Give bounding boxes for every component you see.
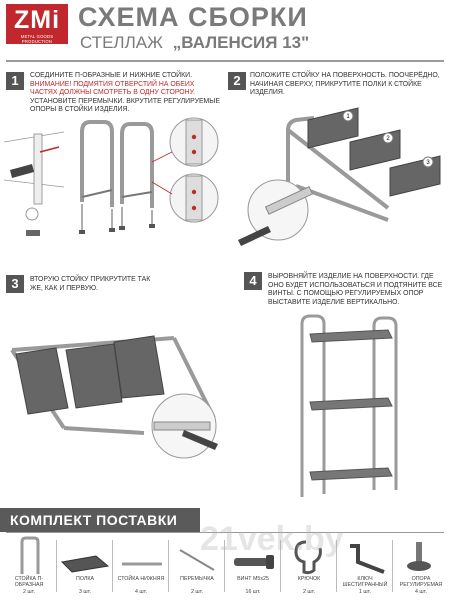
kit-divider (280, 540, 281, 592)
header-rule (6, 60, 444, 62)
joint-detail-left (4, 131, 65, 236)
kit-item-name: КРЮЧОК (297, 576, 321, 582)
kit-item-qty: 16 шт. (245, 589, 261, 595)
kit-divider (224, 540, 225, 592)
shelf-number-2: 2 (386, 136, 390, 142)
rack-shelves (309, 329, 393, 481)
kit-heading: КОМПЛЕКТ ПОСТАВКИ (0, 508, 200, 532)
screw-detail-3 (151, 393, 218, 459)
step-3-illustration (10, 335, 218, 459)
shelves (307, 107, 441, 197)
step-2-text: ПОЛОЖИТЕ СТОЙКУ НА ПОВЕРХНОСТЬ. ПООЧЕРЁД… (250, 72, 440, 97)
u-post-icon (20, 536, 40, 574)
logo-mark: ZMi (13, 6, 61, 34)
hole-detail-circles (151, 117, 219, 223)
kit-item-qty: 2 шт. (23, 589, 35, 595)
watermark: 21vek.by (200, 520, 344, 558)
step-4-illustration (300, 314, 398, 497)
kit-item-name: ПОЛКА (76, 576, 94, 582)
screw-icon (10, 164, 34, 178)
step-4-number: 4 (244, 272, 262, 290)
step-1-instruction: СОЕДИНИТЕ П-ОБРАЗНЫЕ И НИЖНИЕ СТОЙКИ. (30, 72, 193, 79)
brand-logo: ZMi METAL GOODS PRODUCTION (6, 4, 68, 44)
kit-item-qty: 2 шт. (191, 589, 203, 595)
kit-item-name: КЛЮЧ ШЕСТИГРАННЫЙ (342, 576, 388, 588)
kit-rule (6, 532, 444, 533)
step-1-number: 1 (6, 72, 24, 90)
screw-icon (182, 430, 218, 450)
kit-divider (112, 540, 113, 592)
adjustable-foot-icon (26, 230, 40, 236)
kit-item-name: ОПОРА РЕГУЛИРУЕМАЯ (399, 576, 443, 588)
kit-item-shelf: ПОЛКА 3 шт. (58, 536, 112, 598)
kit-item-lower-post: СТОЙКА НИЖНЯЯ 4 шт. (114, 536, 168, 598)
kit-item-qty: 4 шт. (135, 589, 147, 595)
screw-detail (238, 179, 314, 246)
page-title: СХЕМА СБОРКИ (78, 2, 308, 32)
kit-item-u-post: СТОЙКА П-ОБРАЗНАЯ 2 шт. (2, 536, 56, 598)
kit-item-qty: 2 шт. (303, 589, 315, 595)
step-3-number: 3 (6, 275, 24, 293)
screw-icon (234, 555, 274, 569)
step-1-illustration (4, 117, 219, 236)
step-2-number: 2 (228, 72, 246, 90)
logo-tagline: METAL GOODS PRODUCTION (20, 34, 54, 44)
step-3-text: ВТОРУЮ СТОЙКУ ПРИКРУТИТЕ ТАК ЖЕ, КАК И П… (30, 276, 151, 292)
lower-post-icon (122, 562, 162, 566)
step-2-illustration: 1 2 3 (238, 107, 441, 246)
page-subtitle: СТЕЛЛАЖ „ВАЛЕНСИЯ 13" (80, 33, 309, 53)
kit-divider (56, 540, 57, 592)
crossbar-icon (179, 549, 215, 571)
step-1-instruction-b: УСТАНОВИТЕ ПЕРЕМЫЧКИ. ВКРУТИТЕ РЕГУЛИРУЕ… (30, 97, 220, 114)
shelf-numbers: 1 2 3 (342, 110, 434, 168)
kit-item-screw: ВИНТ М5х25 16 шт. (226, 536, 280, 598)
screw-icon (238, 226, 271, 246)
kit-item-name: СТОЙКА П-ОБРАЗНАЯ (14, 576, 44, 588)
shelf-number-3: 3 (426, 160, 430, 166)
lower-posts (81, 189, 153, 232)
kit-item-crossbar: ПЕРЕМЫЧКА 2 шт. (170, 536, 224, 598)
kit-item-name: ПЕРЕМЫЧКА (180, 576, 214, 582)
u-post-right (120, 122, 154, 208)
assembled-rack (300, 314, 398, 497)
hook-icon (294, 540, 322, 575)
hex-key-icon (350, 544, 385, 574)
product-model: „ВАЛЕНСИЯ 13" (172, 33, 310, 52)
feet (79, 224, 155, 234)
u-post-left (80, 120, 114, 207)
kit-item-qty: 4 шт. (415, 589, 427, 595)
step-1-text: СОЕДИНИТЕ П-ОБРАЗНЫЕ И НИЖНИЕ СТОЙКИ. ВН… (30, 72, 220, 115)
mesh-shelves (15, 335, 165, 415)
shelf-number-1: 1 (346, 114, 350, 120)
adjustable-foot-icon (407, 542, 431, 571)
kit-divider (336, 540, 337, 592)
kit-item-name: ВИНТ М5х25 (237, 576, 269, 582)
kit-item-hex-key: КЛЮЧ ШЕСТИГРАННЫЙ 1 шт. (338, 536, 392, 598)
kit-item-qty: 1 шт. (359, 589, 371, 595)
kit-item-qty: 3 шт. (79, 589, 91, 595)
product-type: СТЕЛЛАЖ (80, 33, 163, 52)
kit-item-foot: ОПОРА РЕГУЛИРУЕМАЯ 4 шт. (394, 536, 448, 598)
kit-divider (168, 540, 169, 592)
kit-item-name: СТОЙКА НИЖНЯЯ (117, 576, 165, 582)
step-1-warning: ВНИМАНИЕ! ПОДМЯТИЯ ОТВЕРСТИЙ НА ОБЕИХ ЧА… (30, 80, 196, 97)
kit-item-hook: КРЮЧОК 2 шт. (282, 536, 336, 598)
step-4-text: ВЫРОВНЯЙТЕ ИЗДЕЛИЕ НА ПОВЕРХНОСТИ. ГДЕ О… (268, 273, 443, 306)
shelf-icon (60, 555, 110, 573)
kit-divider (392, 540, 393, 592)
